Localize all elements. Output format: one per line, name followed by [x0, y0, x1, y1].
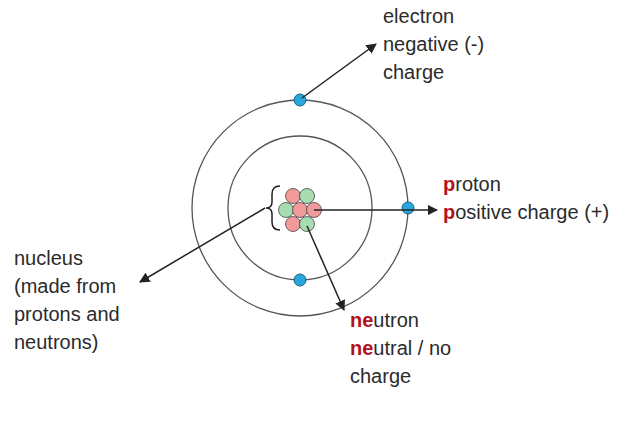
highlight-letters: ne: [350, 309, 373, 331]
leader-arrow: [302, 44, 376, 98]
inner-shell: [228, 136, 372, 280]
nucleus-label: nucleus (made from protons and neutrons): [14, 244, 136, 356]
proton-label: proton: [443, 170, 613, 198]
proton-description: positive charge (+): [443, 198, 613, 226]
neutron-description: neutral / no charge: [350, 334, 472, 390]
outer-shell: [192, 100, 408, 316]
neutron-label: neutron: [350, 306, 472, 334]
bracket: [266, 186, 280, 230]
electron-label: electron negative (-) charge: [383, 2, 523, 86]
leader-arrow: [314, 209, 437, 211]
leader-arrow: [307, 226, 344, 310]
highlight-letters: p: [443, 173, 455, 195]
highlight-letters: ne: [350, 337, 373, 359]
electrons: [294, 94, 414, 286]
leader-arrow: [140, 208, 265, 282]
highlight-letters: p: [443, 201, 455, 223]
